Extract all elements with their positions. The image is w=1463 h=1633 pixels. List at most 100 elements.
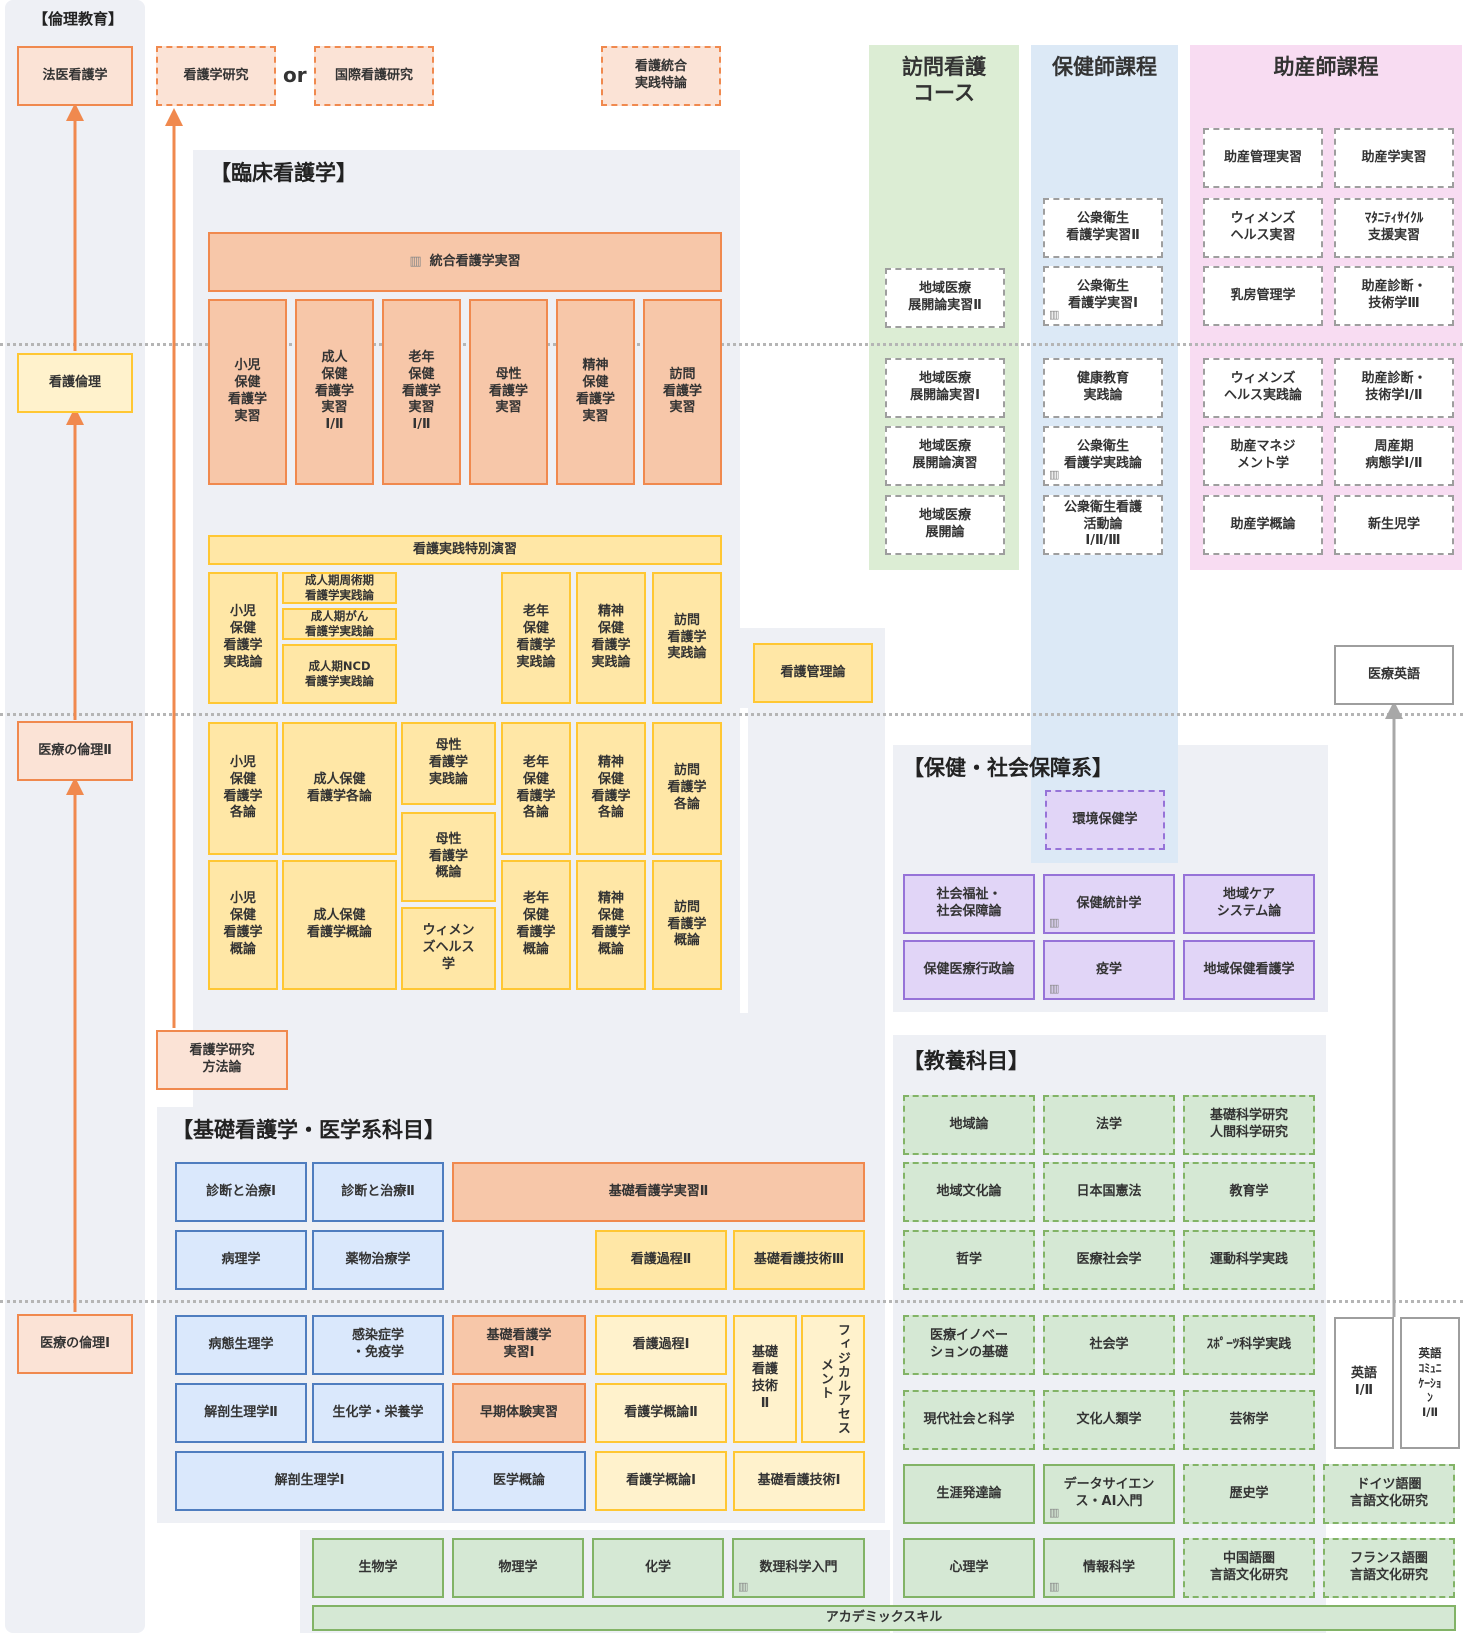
intl-nursing-research-box[interactable]: 国際看護研究: [314, 46, 434, 106]
liberal-12-box[interactable]: ｽﾎﾟｰﾂ科学実践: [1183, 1315, 1315, 1375]
liberal-17-box[interactable]: データサイエン ス・AI入門▥: [1043, 1464, 1175, 1524]
maternal-practice-theory-box[interactable]: 母性 看護学 実践論: [401, 722, 496, 805]
liberal-10-box[interactable]: 医療イノベー ションの基礎: [903, 1315, 1035, 1375]
diagnosis-1-box[interactable]: 診断と治療Ⅰ: [175, 1162, 307, 1222]
anatomy-1-box[interactable]: 解剖生理学Ⅰ: [175, 1451, 444, 1511]
midwife-2-box[interactable]: 助産学実習: [1334, 128, 1454, 188]
liberal-21-box[interactable]: 情報科学▥: [1043, 1538, 1175, 1598]
integrated-special-box[interactable]: 看護統合 実践特論: [601, 46, 721, 106]
liberal-6-box[interactable]: 教育学: [1183, 1162, 1315, 1222]
adult-each-box[interactable]: 成人保健 看護学各論: [282, 722, 397, 855]
health-admin-box[interactable]: 保健医療行政論: [903, 940, 1035, 1000]
adult-cancer-box[interactable]: 成人期がん 看護学実践論: [282, 608, 397, 640]
elder-each-box[interactable]: 老年 保健 看護学 各論: [501, 722, 571, 855]
liberal-20-box[interactable]: 心理学: [903, 1538, 1035, 1598]
adult-intro-box[interactable]: 成人保健 看護学概論: [282, 860, 397, 990]
biochem-nutrition-box[interactable]: 生化学・栄養学: [312, 1383, 444, 1443]
fund-tech-1-box[interactable]: 基礎看護技術Ⅰ: [733, 1451, 865, 1511]
midwife-5-box[interactable]: 乳房管理学: [1203, 266, 1323, 326]
nursing-research-box[interactable]: 看護学研究: [156, 46, 276, 106]
physics-box[interactable]: 物理学: [452, 1538, 584, 1598]
adult-periop-box[interactable]: 成人期周術期 看護学実践論: [282, 572, 397, 604]
home-course-1-box[interactable]: 地域医療 展開論実習Ⅱ: [885, 268, 1005, 328]
phn-course-4-box[interactable]: 公衆衛生 看護学実践論▥: [1043, 426, 1163, 486]
research-methods-box[interactable]: 看護学研究 方法論: [156, 1030, 288, 1090]
early-experience-box[interactable]: 早期体験実習: [452, 1383, 586, 1443]
fund-practice-1-box[interactable]: 基礎看護学 実習Ⅰ: [452, 1315, 586, 1375]
env-health-box[interactable]: 環境保健学: [1045, 790, 1165, 850]
liberal-15-box[interactable]: 芸術学: [1183, 1390, 1315, 1450]
integrated-practice-box[interactable]: ▥ 統合看護学実習: [208, 232, 722, 292]
midwife-4-box[interactable]: ﾏﾀﾆﾃｨｻｲｸﾙ 支援実習: [1334, 198, 1454, 258]
midwife-8-box[interactable]: 助産診断・ 技術学Ⅰ/Ⅱ: [1334, 358, 1454, 418]
liberal-3-box[interactable]: 基礎科学研究 人間科学研究: [1183, 1095, 1315, 1155]
midwife-7-box[interactable]: ウィメンズ ヘルス実践論: [1203, 358, 1323, 418]
mental-intro-box[interactable]: 精神 保健 看護学 概論: [576, 860, 646, 990]
pathology-box[interactable]: 病理学: [175, 1230, 307, 1290]
liberal-1-box[interactable]: 地域論: [903, 1095, 1035, 1155]
fund-tech-2-box[interactable]: 基礎 看護 技術 Ⅱ: [733, 1315, 797, 1443]
liberal-7-box[interactable]: 哲学: [903, 1230, 1035, 1290]
forensic-nursing-box[interactable]: 法医看護学: [17, 46, 133, 106]
maternal-intro-box[interactable]: 母性 看護学 概論: [401, 812, 496, 902]
phn-course-3-box[interactable]: 健康教育 実践論: [1043, 358, 1163, 418]
home-course-4-box[interactable]: 地域医療 展開論: [885, 495, 1005, 555]
midwife-9-box[interactable]: 助産マネジ メント学: [1203, 426, 1323, 486]
chemistry-box[interactable]: 化学: [592, 1538, 724, 1598]
nursing-management-box[interactable]: 看護管理論: [753, 643, 873, 703]
adult-ncd-box[interactable]: 成人期NCD 看護学実践論: [282, 644, 397, 704]
medical-ethics-1-box[interactable]: 医療の倫理Ⅰ: [17, 1314, 133, 1374]
home-each-box[interactable]: 訪問 看護学 各論: [652, 722, 722, 855]
home-course-3-box[interactable]: 地域医療 展開論演習: [885, 426, 1005, 486]
maternal-practice-box[interactable]: 母性 看護学 実習: [469, 299, 548, 485]
midwife-6-box[interactable]: 助産診断・ 技術学Ⅲ: [1334, 266, 1454, 326]
medical-intro-box[interactable]: 医学概論: [452, 1451, 586, 1511]
academic-skills-box[interactable]: アカデミックスキル: [312, 1605, 1456, 1631]
child-practice-theory-box[interactable]: 小児 保健 看護学 実践論: [208, 572, 278, 704]
liberal-13-box[interactable]: 現代社会と科学: [903, 1390, 1035, 1450]
nursing-ethics-box[interactable]: 看護倫理: [17, 353, 133, 413]
adult-practice-box[interactable]: 成人 保健 看護学 実習 Ⅰ/Ⅱ: [295, 299, 374, 485]
child-practice-box[interactable]: 小児 保健 看護学 実習: [208, 299, 287, 485]
liberal-5-box[interactable]: 日本国憲法: [1043, 1162, 1175, 1222]
english-1-2-box[interactable]: 英語 Ⅰ/Ⅱ: [1334, 1317, 1394, 1449]
liberal-23-box[interactable]: フランス語圏 言語文化研究: [1323, 1538, 1455, 1598]
midwife-11-box[interactable]: 助産学概論: [1203, 495, 1323, 555]
welfare-box[interactable]: 社会福祉・ 社会保障論: [903, 874, 1035, 934]
medical-ethics-2-box[interactable]: 医療の倫理Ⅱ: [17, 721, 133, 781]
liberal-4-box[interactable]: 地域文化論: [903, 1162, 1035, 1222]
child-intro-box[interactable]: 小児 保健 看護学 概論: [208, 860, 278, 990]
midwife-12-box[interactable]: 新生児学: [1334, 495, 1454, 555]
elder-practice-box[interactable]: 老年 保健 看護学 実習 Ⅰ/Ⅱ: [382, 299, 461, 485]
math-science-box[interactable]: 数理科学入門▥: [732, 1538, 865, 1598]
nursing-intro-2-box[interactable]: 看護学概論Ⅱ: [595, 1383, 727, 1443]
special-exercise-box[interactable]: 看護実践特別演習: [208, 535, 722, 565]
liberal-9-box[interactable]: 運動科学実践: [1183, 1230, 1315, 1290]
home-practice-box[interactable]: 訪問 看護学 実習: [643, 299, 722, 485]
pathophysiology-box[interactable]: 病態生理学: [175, 1315, 307, 1375]
english-communication-box[interactable]: 英語 ｺﾐｭﾆ ｹｰｼｮ ﾝ Ⅰ/Ⅱ: [1400, 1317, 1460, 1449]
elder-practice-theory-box[interactable]: 老年 保健 看護学 実践論: [501, 572, 571, 704]
midwife-3-box[interactable]: ウィメンズ ヘルス実習: [1203, 198, 1323, 258]
phn-course-2-box[interactable]: 公衆衛生 看護学実習Ⅰ▥: [1043, 266, 1163, 326]
midwife-10-box[interactable]: 周産期 病態学Ⅰ/Ⅱ: [1334, 426, 1454, 486]
health-stats-box[interactable]: 保健統計学▥: [1043, 874, 1175, 934]
liberal-22-box[interactable]: 中国語圏 言語文化研究: [1183, 1538, 1315, 1598]
mental-practice-box[interactable]: 精神 保健 看護学 実習: [556, 299, 635, 485]
liberal-8-box[interactable]: 医療社会学: [1043, 1230, 1175, 1290]
liberal-16-box[interactable]: 生涯発達論: [903, 1464, 1035, 1524]
nursing-intro-1-box[interactable]: 看護学概論Ⅰ: [595, 1451, 727, 1511]
phn-course-5-box[interactable]: 公衆衛生看護 活動論 Ⅰ/Ⅱ/Ⅲ: [1043, 495, 1163, 555]
nursing-process-1-box[interactable]: 看護過程Ⅰ: [595, 1315, 727, 1375]
home-course-2-box[interactable]: 地域医療 展開論実習Ⅰ: [885, 358, 1005, 418]
liberal-18-box[interactable]: 歴史学: [1183, 1464, 1315, 1524]
home-practice-theory-box[interactable]: 訪問 看護学 実践論: [652, 572, 722, 704]
physical-assessment-box[interactable]: フィジカルアセスメント: [801, 1315, 865, 1443]
fund-practice-2-box[interactable]: 基礎看護学実習Ⅱ: [452, 1162, 865, 1222]
liberal-2-box[interactable]: 法学: [1043, 1095, 1175, 1155]
biology-box[interactable]: 生物学: [312, 1538, 444, 1598]
midwife-1-box[interactable]: 助産管理実習: [1203, 128, 1323, 188]
home-intro-box[interactable]: 訪問 看護学 概論: [652, 860, 722, 990]
diagnosis-2-box[interactable]: 診断と治療Ⅱ: [312, 1162, 444, 1222]
infection-immunology-box[interactable]: 感染症学 ・免疫学: [312, 1315, 444, 1375]
